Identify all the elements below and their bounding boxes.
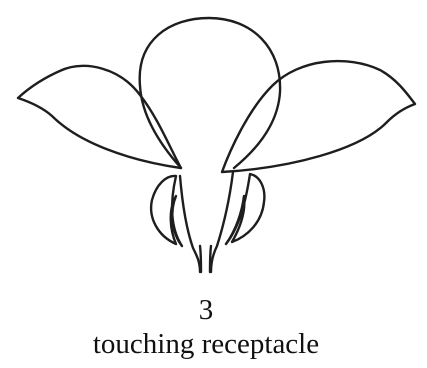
figure-number: 3: [0, 296, 412, 325]
stem-right: [210, 246, 211, 272]
figure-caption: touching receptacle: [0, 330, 412, 359]
stem-left: [200, 246, 201, 272]
central-column-right: [211, 172, 233, 272]
upper-petal: [140, 18, 280, 168]
central-column-left: [180, 176, 200, 272]
right-wing-petal: [222, 61, 415, 172]
left-wing-petal: [18, 66, 181, 168]
left-sepal: [151, 176, 182, 246]
